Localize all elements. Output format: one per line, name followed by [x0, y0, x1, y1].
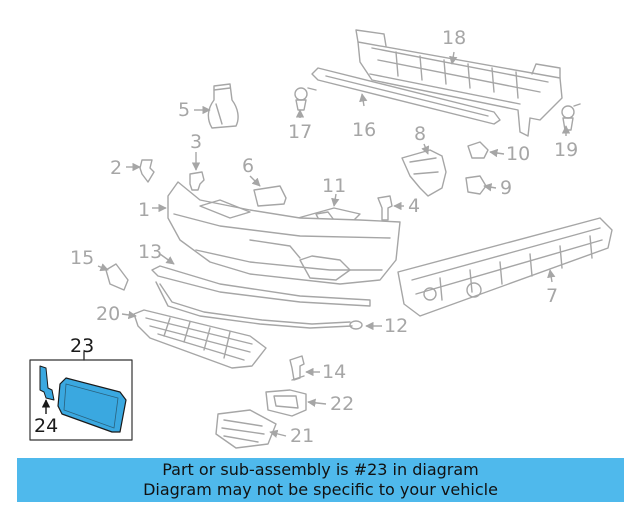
part-5-tow-bag — [207, 83, 239, 129]
banner-line-1: Part or sub-assembly is #23 in diagram — [162, 460, 479, 479]
part-8-bracket — [401, 149, 447, 197]
label-22: 22 — [330, 393, 354, 415]
label-15: 15 — [70, 247, 94, 269]
label-14: 14 — [322, 361, 346, 383]
part-18-reinforcement-beam — [355, 29, 563, 137]
part-21-fog-grille — [215, 409, 277, 449]
part-6-cap — [253, 185, 287, 207]
part-24-bracket-clip — [39, 365, 55, 401]
label-13: 13 — [138, 241, 162, 263]
label-4: 4 — [408, 195, 420, 217]
label-21: 21 — [290, 425, 314, 447]
part-10-clip — [467, 141, 489, 159]
part-14-bolt — [289, 355, 305, 381]
label-20: 20 — [96, 303, 120, 325]
label-24: 24 — [34, 415, 58, 437]
label-23: 23 — [70, 335, 94, 357]
part-13-trim-strip — [151, 265, 371, 307]
part-4-bolt — [377, 195, 393, 221]
label-7: 7 — [546, 285, 558, 307]
part-17-bolt — [294, 87, 317, 111]
banner-line-2: Diagram may not be specific to your vehi… — [143, 480, 498, 499]
inset-box-23 — [29, 351, 133, 441]
part-9-clip — [465, 175, 487, 195]
part-1-bumper-cover — [167, 181, 401, 285]
part-3-fastener — [189, 171, 205, 191]
part-20-grille — [133, 309, 267, 369]
label-1: 1 — [138, 199, 150, 221]
label-12: 12 — [384, 315, 408, 337]
label-19: 19 — [554, 139, 578, 161]
leader-arrows — [97, 51, 571, 438]
part-7-lower-absorber — [397, 217, 613, 317]
label-16: 16 — [352, 119, 376, 141]
part-15-bracket — [105, 263, 129, 291]
part-12-lower-trim — [155, 281, 363, 330]
callout-labels: 1 2 3 4 5 6 7 8 9 10 11 12 13 14 15 16 1… — [34, 27, 578, 447]
label-9: 9 — [500, 177, 512, 199]
disclaimer-banner: Part or sub-assembly is #23 in diagram D… — [17, 458, 624, 502]
label-2: 2 — [110, 157, 122, 179]
label-11: 11 — [322, 175, 346, 197]
label-5: 5 — [178, 99, 190, 121]
part-23-license-plate-bracket — [57, 377, 127, 433]
part-16-absorber-strip — [311, 67, 501, 125]
part-2-fastener — [139, 159, 155, 183]
label-10: 10 — [506, 143, 530, 165]
label-3: 3 — [190, 131, 202, 153]
part-19-bolt — [561, 103, 581, 131]
part-22-bezel — [265, 389, 307, 417]
label-18: 18 — [442, 27, 466, 49]
label-8: 8 — [414, 123, 426, 145]
label-17: 17 — [288, 121, 312, 143]
label-6: 6 — [242, 155, 254, 177]
